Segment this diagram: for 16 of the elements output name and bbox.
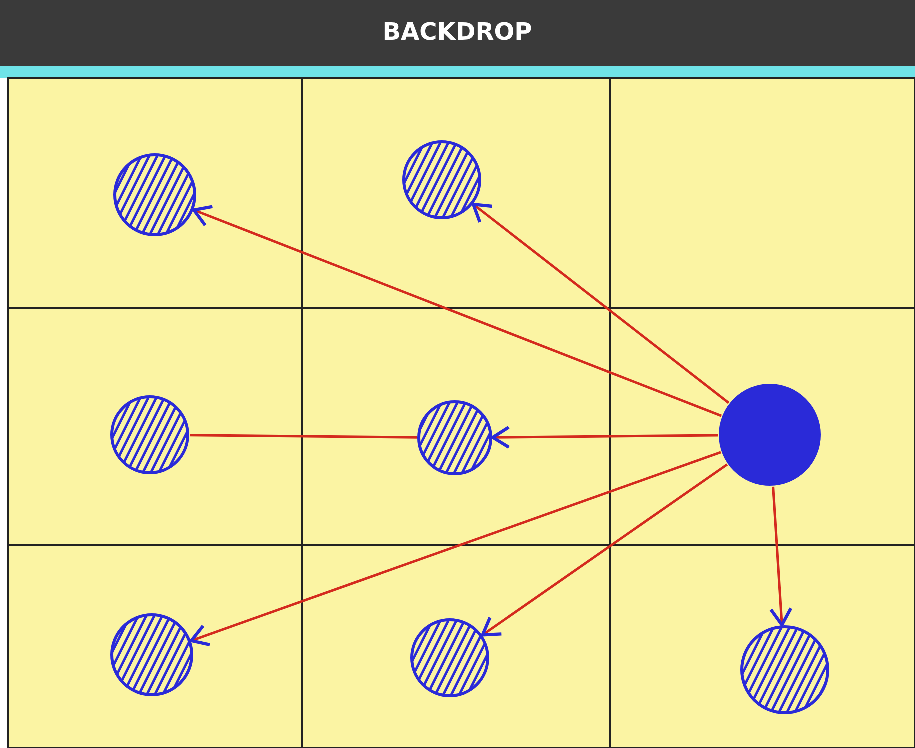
hatched-circle (740, 625, 830, 715)
hatched-circle (110, 395, 190, 475)
title: BACKDROP (382, 18, 532, 46)
filled-circle (718, 383, 822, 487)
arrow (770, 486, 793, 627)
hatched-circle (410, 618, 490, 698)
arrow (481, 464, 728, 637)
connector-line (190, 434, 418, 439)
arrow (472, 202, 730, 404)
hatched-circle (110, 613, 194, 697)
hatched-circle (402, 140, 482, 220)
arrow (190, 451, 722, 647)
hatched-circle (113, 153, 197, 237)
arrow (491, 426, 718, 450)
arrow (192, 205, 722, 418)
hatched-circle (417, 400, 493, 476)
